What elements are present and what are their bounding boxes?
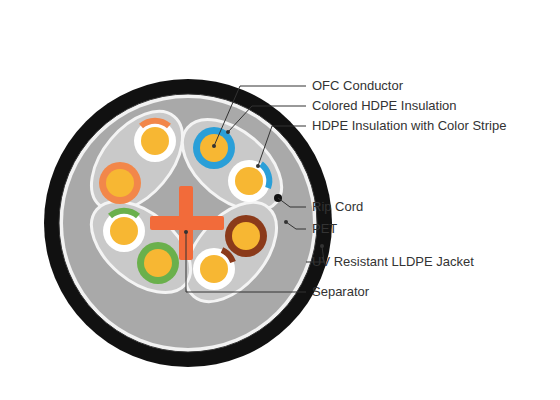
ofc-core [200, 255, 228, 283]
striped-insulation [103, 210, 145, 252]
leader-line [258, 126, 306, 166]
pair-wrap [168, 186, 295, 319]
brown-insulation [225, 215, 267, 257]
leader-dot [226, 130, 230, 134]
callout-label: Separator [312, 284, 369, 300]
leader-line [286, 222, 306, 229]
striped-insulation [193, 248, 235, 290]
leader-line [186, 232, 306, 292]
leader-line [278, 198, 306, 207]
leader-dot [212, 144, 216, 148]
leader-line [228, 106, 306, 132]
callout-label: HDPE Insulation with Color Stripe [312, 118, 506, 134]
separator-arm [150, 216, 224, 230]
outer-jacket [44, 79, 332, 367]
ofc-core [235, 167, 263, 195]
orange-stripe [141, 121, 169, 126]
callout-label: UV Resistant LLDPE Jacket [312, 254, 474, 270]
blue-insulation [193, 127, 235, 169]
leader-line [214, 86, 306, 146]
callout-label: PET [312, 221, 337, 237]
ofc-core [200, 134, 228, 162]
ofc-core [232, 222, 260, 250]
leader-dot [284, 220, 288, 224]
leader-dot [184, 230, 188, 234]
callout-label: OFC Conductor [312, 78, 403, 94]
leader-dots [184, 130, 324, 248]
green-insulation [137, 242, 179, 284]
cable-core [63, 98, 313, 348]
ofc-core [141, 127, 169, 155]
pet-wrap [59, 94, 317, 352]
callout-label: Rip Cord [312, 199, 363, 215]
striped-insulation [228, 160, 270, 202]
striped-insulation [134, 120, 176, 162]
conductors [99, 120, 270, 290]
callout-label: Colored HDPE Insulation [312, 98, 457, 114]
ofc-core [106, 169, 134, 197]
leader-dot [320, 244, 324, 248]
ofc-core [144, 249, 172, 277]
leader-lines [186, 86, 324, 292]
ofc-core [110, 217, 138, 245]
orange-insulation [99, 162, 141, 204]
pair-wrap [75, 184, 208, 311]
copper-cores [106, 127, 263, 283]
green-stripe [110, 211, 138, 216]
leader-dot [256, 164, 260, 168]
